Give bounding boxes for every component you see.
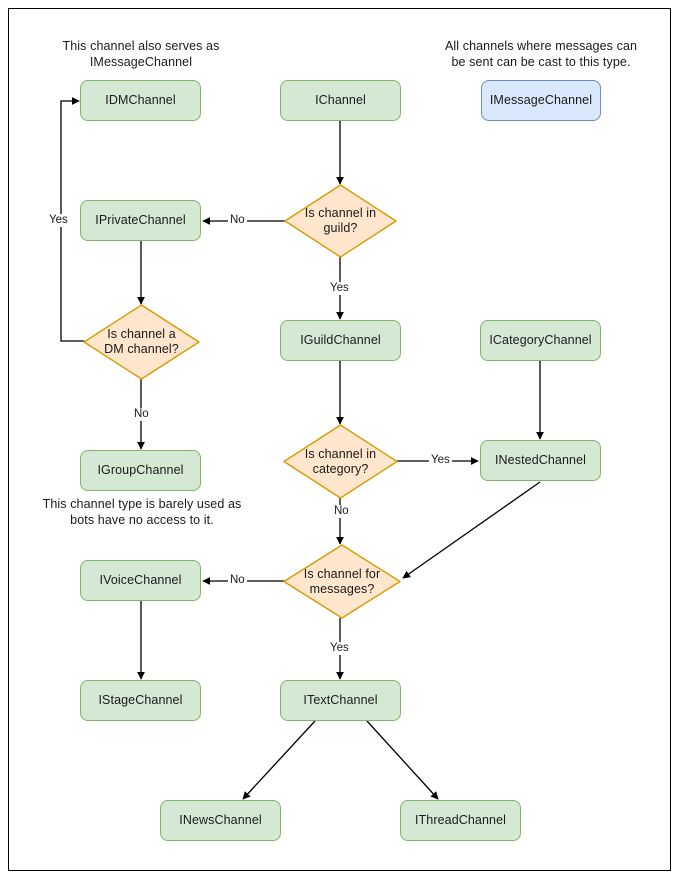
node-itextchannel[interactable]: ITextChannel bbox=[280, 680, 401, 721]
node-ithreadchannel[interactable]: IThreadChannel bbox=[400, 800, 521, 841]
node-idmchannel[interactable]: IDMChannel bbox=[80, 80, 201, 121]
node-ivoicechannel[interactable]: IVoiceChannel bbox=[80, 560, 201, 601]
note-idmchannel: This channel also serves as IMessageChan… bbox=[62, 39, 220, 69]
edge-label-dm-no: No bbox=[132, 408, 151, 421]
edge-label-dm-yes: Yes bbox=[47, 214, 70, 227]
edge-label-messages-no: No bbox=[228, 574, 247, 587]
edge-label-category-no: No bbox=[332, 505, 351, 518]
edge-label-messages-yes: Yes bbox=[328, 642, 351, 655]
decision-is-channel-a-dm-channel[interactable]: Is channel a DM channel? bbox=[83, 304, 200, 380]
note-imessagechannel: All channels where messages can be sent … bbox=[444, 39, 638, 69]
node-inestedchannel[interactable]: INestedChannel bbox=[480, 440, 601, 481]
node-ichannel[interactable]: IChannel bbox=[280, 80, 401, 121]
edge-itextchannel-to-inewschannel bbox=[242, 720, 316, 800]
diamond-shape bbox=[283, 424, 398, 499]
decision-is-channel-for-messages[interactable]: Is channel for messages? bbox=[283, 544, 401, 619]
diamond-shape bbox=[284, 184, 397, 258]
decision-is-channel-in-guild[interactable]: Is channel in guild? bbox=[284, 184, 397, 258]
node-icategorychannel[interactable]: ICategoryChannel bbox=[480, 320, 601, 361]
diamond-shape bbox=[283, 544, 401, 619]
node-igroupchannel[interactable]: IGroupChannel bbox=[80, 450, 201, 491]
node-istagechannel[interactable]: IStageChannel bbox=[80, 680, 201, 721]
diamond-shape bbox=[83, 304, 200, 380]
decision-is-channel-in-category[interactable]: Is channel in category? bbox=[283, 424, 398, 499]
edge-label-guild-yes: Yes bbox=[328, 282, 351, 295]
edge-label-guild-no: No bbox=[228, 214, 247, 227]
edge-label-category-yes: Yes bbox=[429, 454, 452, 467]
node-iguildchannel[interactable]: IGuildChannel bbox=[280, 320, 401, 361]
node-iprivatechannel[interactable]: IPrivateChannel bbox=[80, 200, 201, 241]
node-imessagechannel[interactable]: IMessageChannel bbox=[481, 80, 601, 121]
note-igroupchannel: This channel type is barely used as bots… bbox=[42, 497, 242, 527]
edge-inestedchannel-to-messages bbox=[402, 481, 541, 579]
edge-itextchannel-to-ithreadchannel bbox=[366, 720, 439, 800]
node-inewschannel[interactable]: INewsChannel bbox=[160, 800, 281, 841]
